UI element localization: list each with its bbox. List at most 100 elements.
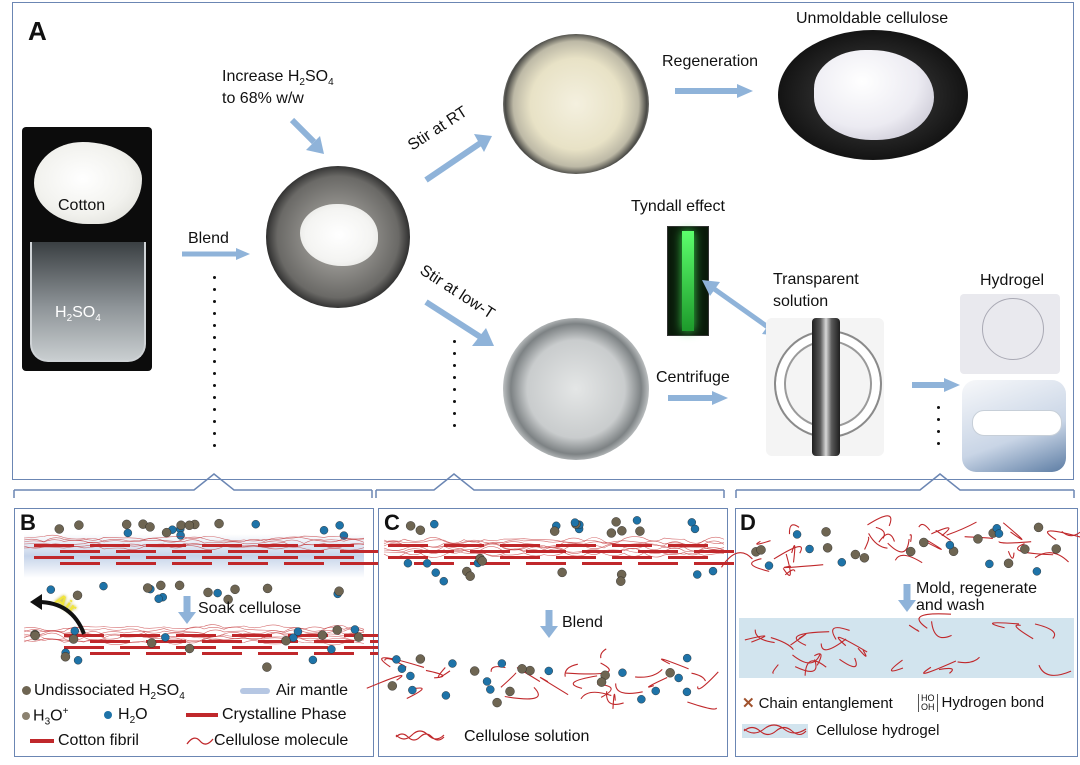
- hydrogel-disc-photo: [960, 294, 1060, 374]
- water-molecule: [682, 653, 692, 663]
- water-molecule: [73, 656, 83, 665]
- water-molecule: [674, 673, 683, 683]
- acid-molecule: [611, 517, 621, 527]
- water-molecule: [70, 626, 79, 636]
- water-molecule: [448, 659, 457, 668]
- legend-hydrogel: Cellulose hydrogel: [742, 722, 939, 739]
- crystalline-fibril: [470, 562, 510, 565]
- crystalline-fibril: [668, 556, 708, 559]
- crystalline-fibril: [694, 562, 734, 565]
- crystalline-fibril: [582, 550, 622, 553]
- lowt-beaker: [503, 318, 649, 460]
- water-molecule: [335, 521, 344, 530]
- hydrogel-network: [1038, 664, 1072, 676]
- mold-label-1: Mold, regenerate: [916, 580, 1037, 597]
- hydrogel-sheet-photo: [962, 380, 1066, 472]
- crystalline-fibril: [34, 556, 74, 559]
- panel-d-letter: D: [740, 510, 756, 535]
- tangled-cellulose: [504, 687, 539, 700]
- hydrogel-network: [795, 631, 830, 646]
- tangled-cellulose: [964, 536, 993, 540]
- water-molecule: [319, 526, 329, 535]
- water-molecule: [339, 531, 349, 540]
- acid-molecule: [174, 580, 185, 591]
- acid-molecule: [334, 586, 344, 596]
- acid-molecule: [60, 652, 71, 662]
- crystalline-fibril: [146, 556, 186, 559]
- crystalline-fibril: [638, 550, 678, 553]
- tangled-cellulose: [1002, 522, 1023, 541]
- acid-molecule: [262, 583, 273, 594]
- crystalline-fibril: [314, 556, 354, 559]
- cellulose-hydrogel-icon: [742, 724, 808, 739]
- crystalline-fibril: [340, 562, 380, 565]
- acid-molecule: [262, 662, 272, 672]
- tangled-cellulose: [615, 683, 643, 694]
- acid-molecule: [756, 545, 766, 555]
- h3o-dot-icon: [22, 712, 30, 721]
- acid-molecule: [415, 525, 426, 535]
- acid-molecule: [919, 537, 929, 548]
- beaker-image: [30, 242, 146, 362]
- acid-molecule: [405, 521, 416, 531]
- acid-molecule: [665, 668, 675, 678]
- cellulose-molecule: [23, 539, 365, 545]
- crystalline-fibril: [444, 544, 484, 547]
- dotted-line-1: [213, 276, 216, 456]
- acid-molecule: [184, 643, 195, 654]
- acid-molecule: [387, 681, 398, 691]
- crystalline-fibril: [556, 556, 596, 559]
- crystalline-fibril: [202, 652, 242, 655]
- tangled-cellulose: [572, 675, 598, 689]
- tangled-cellulose: [918, 523, 931, 531]
- water-molecule: [176, 531, 185, 540]
- panel-b-letter: B: [20, 510, 36, 535]
- water-molecule: [544, 666, 553, 676]
- acid-molecule: [517, 664, 527, 674]
- water-molecule: [945, 540, 955, 550]
- water-molecule: [123, 528, 133, 538]
- water-molecule: [46, 585, 56, 594]
- hydrogel-network: [938, 667, 953, 674]
- water-molecule: [632, 516, 642, 525]
- water-molecule: [251, 520, 260, 529]
- acid-molecule: [161, 527, 172, 538]
- water-molecule: [486, 685, 495, 694]
- water-molecule: [651, 686, 660, 696]
- hydrogel-network: [744, 635, 766, 643]
- acid-molecule: [822, 543, 833, 553]
- acid-molecule: [859, 553, 870, 563]
- brace-b: [13, 473, 373, 498]
- water-molecule: [397, 664, 407, 673]
- acid-molecule: [1033, 522, 1044, 533]
- water-molecule: [430, 519, 439, 529]
- transparent-label-1: Transparent: [773, 271, 859, 288]
- crystalline-fibril: [90, 544, 130, 547]
- tyndall-cuvette: [667, 226, 709, 336]
- water-molecule: [441, 691, 451, 700]
- crystalline-fibril: [202, 544, 242, 547]
- acid-molecule: [906, 546, 916, 557]
- acid-molecule: [281, 636, 291, 646]
- water-molecule: [422, 559, 432, 568]
- hydrogel-network: [957, 656, 980, 664]
- unmoldable-photo: [778, 30, 968, 160]
- hydrogel-network: [814, 653, 822, 666]
- hydrogel-network: [837, 636, 868, 653]
- hydrogel-network: [931, 621, 952, 639]
- tangled-cellulose: [437, 667, 451, 678]
- tangled-cellulose: [539, 676, 569, 696]
- transparent-label-2: solution: [773, 293, 829, 310]
- hydrogel-network: [772, 664, 779, 674]
- regeneration-label: Regeneration: [662, 53, 759, 70]
- tangled-cellulose: [687, 701, 717, 710]
- water-molecule: [161, 633, 170, 642]
- water-molecule: [1032, 567, 1042, 576]
- acid-molecule: [1003, 558, 1014, 569]
- acid-molecule: [223, 594, 233, 605]
- crystalline-fibril: [694, 550, 734, 553]
- crystalline-fibril: [288, 646, 328, 649]
- legend-h2o: H2O: [104, 706, 148, 726]
- dotted-line-3: [937, 406, 940, 454]
- crystalline-fibril: [288, 634, 328, 637]
